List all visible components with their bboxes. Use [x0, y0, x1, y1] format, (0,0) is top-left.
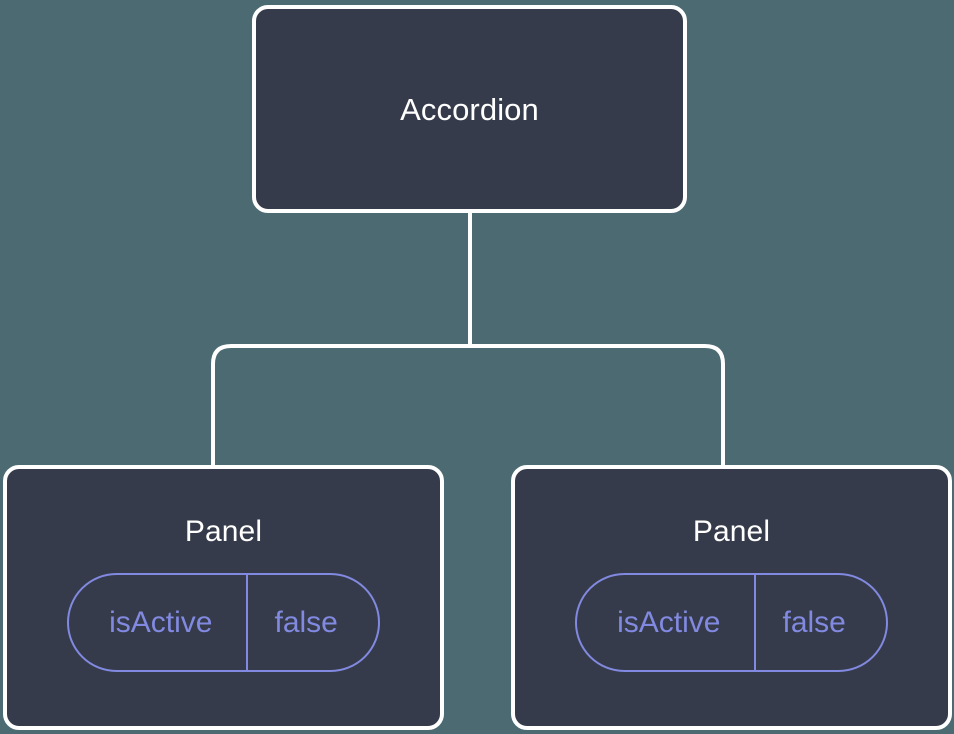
state-badge-panel-1-value: false — [246, 575, 377, 670]
connector-branch-right — [470, 344, 725, 470]
node-panel-1[interactable]: Panel isActive false — [3, 465, 444, 730]
node-accordion[interactable]: Accordion — [252, 5, 687, 213]
state-badge-panel-1[interactable]: isActive false — [67, 573, 380, 672]
state-badge-panel-2[interactable]: isActive false — [575, 573, 888, 672]
state-badge-panel-2-value: false — [754, 575, 885, 670]
node-accordion-label: Accordion — [400, 91, 539, 127]
state-badge-panel-2-key: isActive — [617, 605, 721, 639]
state-badge-panel-1-key: isActive — [109, 605, 213, 639]
node-panel-1-label: Panel — [184, 515, 263, 548]
connector-branch-left — [211, 344, 470, 470]
node-panel-2-label: Panel — [692, 515, 771, 548]
node-panel-2[interactable]: Panel isActive false — [511, 465, 952, 730]
